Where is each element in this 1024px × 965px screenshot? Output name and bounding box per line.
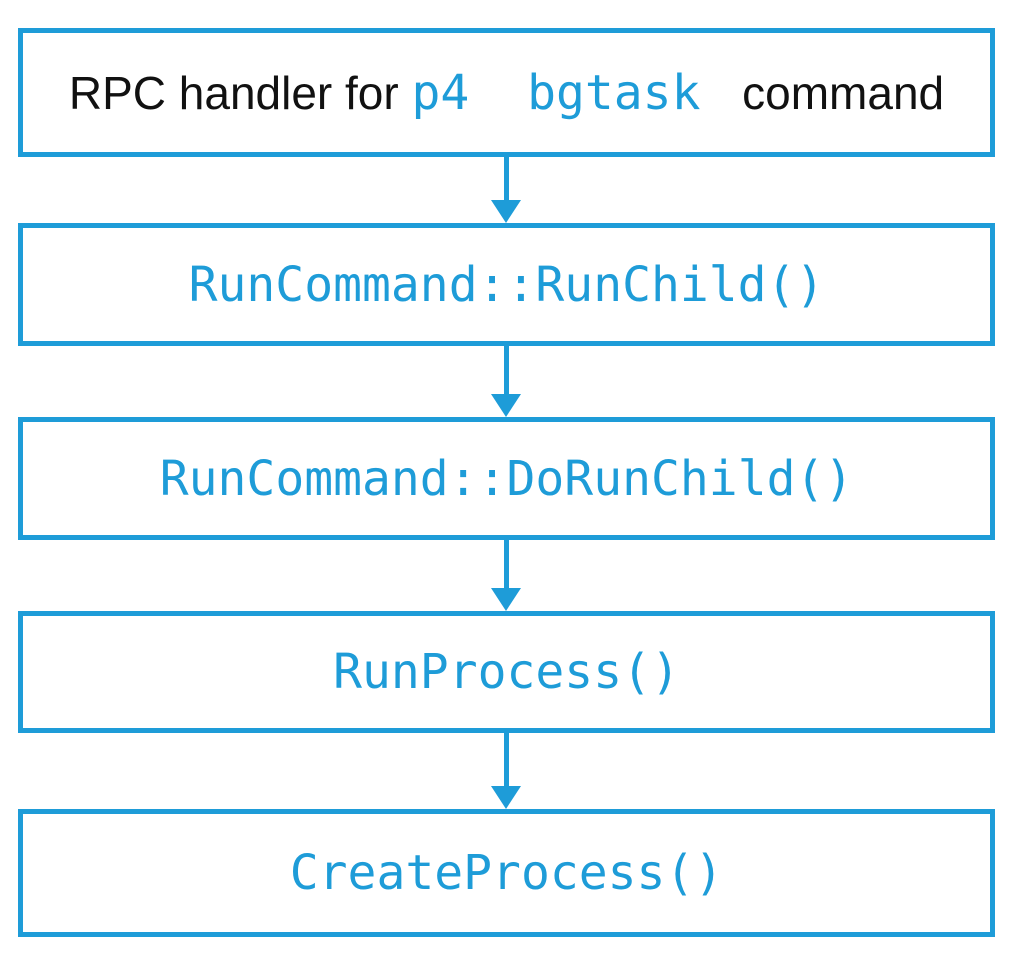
flowchart-node-rpc-handler: RPC handler for p4 bgtask command bbox=[18, 28, 995, 157]
arrow-down-icon bbox=[0, 540, 1024, 611]
arrow-shaft bbox=[504, 540, 509, 593]
node-text-suffix: command bbox=[729, 66, 945, 119]
arrow-down-icon bbox=[0, 346, 1024, 417]
arrow-head bbox=[491, 786, 521, 809]
arrow-down-icon bbox=[0, 733, 1024, 809]
flowchart-node-runprocess: RunProcess() bbox=[18, 611, 995, 733]
node-text-code: CreateProcess() bbox=[289, 845, 724, 901]
arrow-down-icon bbox=[0, 157, 1024, 223]
flowchart-node-createprocess: CreateProcess() bbox=[18, 809, 995, 937]
arrow-shaft bbox=[504, 157, 509, 205]
node-text-code: RunCommand::DoRunChild() bbox=[159, 450, 854, 507]
flowchart-node-runchild: RunCommand::RunChild() bbox=[18, 223, 995, 346]
flowchart-node-dorunchild: RunCommand::DoRunChild() bbox=[18, 417, 995, 540]
arrow-head bbox=[491, 588, 521, 611]
arrow-head bbox=[491, 394, 521, 417]
arrow-head bbox=[491, 200, 521, 223]
node-text-code: RunCommand::RunChild() bbox=[188, 256, 825, 313]
node-text-code: RunProcess() bbox=[333, 644, 680, 700]
arrow-shaft bbox=[504, 346, 509, 399]
node-text-prefix: RPC handler for bbox=[68, 66, 412, 119]
node-text-code: p4 bgtask bbox=[411, 64, 730, 121]
arrow-shaft bbox=[504, 733, 509, 791]
